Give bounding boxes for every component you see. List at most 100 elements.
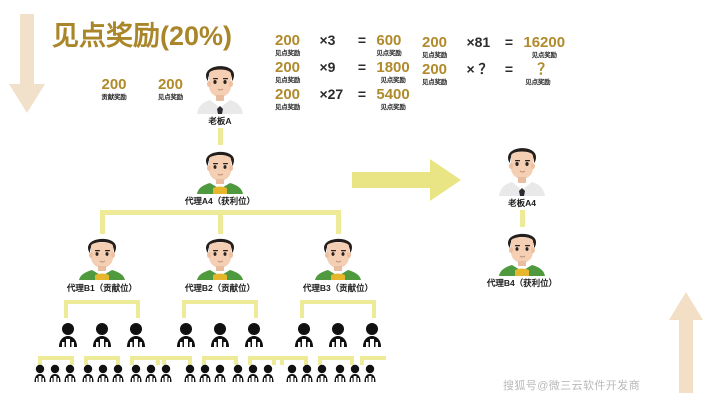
formula-result-label: 见点奖励 <box>380 77 406 84</box>
person-boss-a4-label: 老板A4 <box>508 198 536 208</box>
formula-result: 16200 见点奖励 <box>523 34 565 60</box>
formula-result-label: 见点奖励 <box>376 50 402 57</box>
formula-result-value: 600 <box>376 32 402 49</box>
formula-result-value: 1800 <box>376 59 410 76</box>
formula-equals: = <box>504 61 514 77</box>
person-boss-a <box>192 56 248 114</box>
connector-drop-d-2a <box>84 356 88 365</box>
formula-base: 200 见点奖励 <box>275 59 315 85</box>
formula-base-value: 200 <box>275 59 301 76</box>
formula-result: 5400 见点奖励 <box>376 86 409 112</box>
person-agent-b2 <box>194 232 246 280</box>
connector-drop-d-3b <box>162 356 166 365</box>
formula-result-value: 5400 <box>376 86 410 103</box>
person-agent-b3 <box>312 232 364 280</box>
connector-boss-a4-to-agent-b4 <box>520 210 525 227</box>
formula-base: 200 见点奖励 <box>275 86 315 112</box>
connector-drop-d-1a <box>38 356 42 365</box>
connector-drop-d-1b <box>70 356 74 365</box>
formula-base-value: 200 <box>422 61 448 78</box>
formula-result-label: 见点奖励 <box>531 52 557 59</box>
formula-group-right: 200 见点奖励 ×81 = 16200 见点奖励 200 见点奖励 × ？ =… <box>422 34 565 88</box>
person-agent-b2-label: 代理B2（贡献位） <box>184 283 256 293</box>
connector-drop-c-3a <box>300 300 304 318</box>
connector-drop-c-1b <box>136 300 140 318</box>
formula-base: 200 见点奖励 <box>422 61 462 87</box>
top-number-0-label: 贡献奖励 <box>101 94 127 101</box>
top-number-pair: 200 贡献奖励 200 见点奖励 <box>88 76 198 102</box>
connector-bar-level-c-3 <box>300 300 376 304</box>
formula-row: 200 见点奖励 × ？ = ？ 见点奖励 <box>422 61 565 88</box>
formula-base-label: 见点奖励 <box>422 52 448 59</box>
person-agent-b4-label: 代理B4（获利位） <box>486 278 558 288</box>
formula-base-value: 200 <box>422 34 448 51</box>
formula-operator: × ？ <box>466 61 493 77</box>
connector-bar-level-d-9 <box>360 356 386 360</box>
connector-boss-to-agent-a4 <box>218 128 223 145</box>
formula-result: 1800 见点奖励 <box>376 59 409 85</box>
person-boss-a-label: 老板A <box>208 116 232 126</box>
connector-bar-level-d-5 <box>202 356 238 360</box>
person-agent-a4 <box>193 144 247 194</box>
formula-equals: = <box>357 86 367 102</box>
person-agent-b1-label: 代理B1（贡献位） <box>66 283 138 293</box>
formula-base-label: 见点奖励 <box>275 104 301 111</box>
arrow-up-icon <box>668 290 704 394</box>
page-title: 见点奖励(20%) <box>52 21 233 51</box>
formula-equals: = <box>357 32 367 48</box>
formula-result-value: 16200 <box>523 34 566 51</box>
connector-bar-level-d-3 <box>130 356 166 360</box>
connector-drop-d-8a <box>318 356 322 365</box>
connector-bar-level-d-4 <box>156 356 192 360</box>
formula-result-label: 见点奖励 <box>380 104 406 111</box>
connector-drop-c-2a <box>182 300 186 318</box>
formula-base-label: 见点奖励 <box>422 79 448 86</box>
connector-drop-b2 <box>218 210 223 234</box>
connector-drop-d-9a <box>360 356 364 365</box>
top-number-1-label: 见点奖励 <box>157 94 184 101</box>
connector-bar-level-d-8 <box>318 356 354 360</box>
formula-equals: = <box>504 34 514 50</box>
formula-row: 200 见点奖励 ×3 = 600 见点奖励 <box>275 32 410 59</box>
formula-equals: = <box>357 59 367 75</box>
formula-base: 200 见点奖励 <box>422 34 462 60</box>
formula-base-label: 见点奖励 <box>275 77 301 84</box>
connector-drop-d-3a <box>130 356 134 365</box>
connector-bar-level-d-6 <box>248 356 284 360</box>
formula-group-left: 200 见点奖励 ×3 = 600 见点奖励 200 见点奖励 ×9 = 180… <box>275 32 410 113</box>
formula-result-label: 见点奖励 <box>525 79 551 86</box>
person-agent-b3-label: 代理B3（贡献位） <box>302 283 374 293</box>
connector-drop-d-4b <box>188 356 192 365</box>
connector-bar-level-d-1 <box>38 356 74 360</box>
formula-result: ？ 见点奖励 <box>523 61 552 87</box>
formula-base: 200 见点奖励 <box>275 32 315 58</box>
connector-drop-d-7b <box>304 356 308 365</box>
silhouette-row-d <box>34 364 394 391</box>
connector-bar-level-d-7 <box>272 356 308 360</box>
connector-drop-b1 <box>100 210 105 234</box>
arrow-right-icon <box>352 158 462 202</box>
formula-row: 200 见点奖励 ×81 = 16200 见点奖励 <box>422 34 565 61</box>
connector-drop-d-6a <box>248 356 252 365</box>
formula-base-value: 200 <box>275 86 301 103</box>
formula-operator: ×9 <box>319 59 336 75</box>
silhouette-group-c1 <box>56 322 148 353</box>
formula-row: 200 见点奖励 ×27 = 5400 见点奖励 <box>275 86 410 113</box>
connector-drop-d-2b <box>116 356 120 365</box>
person-agent-b1 <box>76 232 128 280</box>
connector-drop-c-3b <box>372 300 376 318</box>
connector-drop-d-8b <box>350 356 354 365</box>
connector-bar-level-c-1 <box>64 300 140 304</box>
connector-drop-d-5b <box>234 356 238 365</box>
formula-operator: ×27 <box>319 86 344 102</box>
person-agent-b4 <box>495 226 549 276</box>
person-agent-a4-label: 代理A4（获利位） <box>184 196 256 206</box>
top-number-1: 200 见点奖励 <box>144 76 196 102</box>
connector-drop-d-4a <box>156 356 160 365</box>
top-number-0: 200 贡献奖励 <box>88 76 140 102</box>
silhouette-group-c3 <box>292 322 384 353</box>
formula-operator: ×3 <box>319 32 336 48</box>
formula-operator: ×81 <box>466 34 491 50</box>
top-number-1-value: 200 <box>157 76 183 93</box>
